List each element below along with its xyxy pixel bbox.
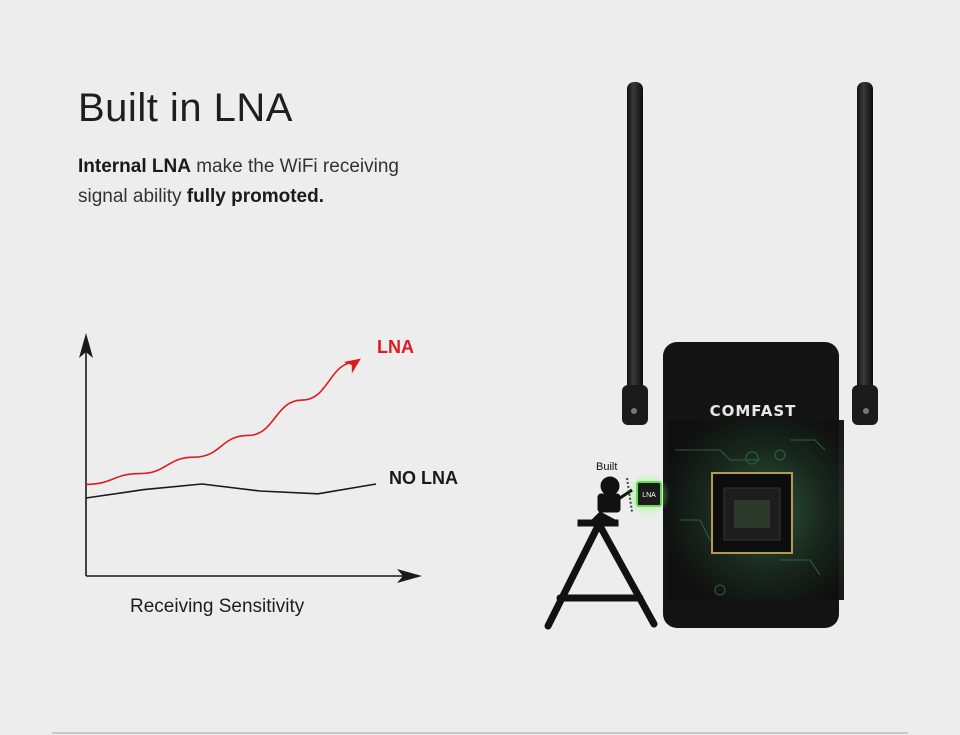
right-antenna <box>852 82 878 425</box>
series-label-no-lna: NO LNA <box>389 468 458 488</box>
page-title: Built in LNA <box>78 86 293 130</box>
feature-description: Internal LNA make the WiFi receiving sig… <box>78 152 458 212</box>
lna-badge <box>636 481 662 507</box>
left-antenna <box>622 82 648 425</box>
lna-arrow-icon <box>343 358 361 374</box>
series-line-lna <box>85 361 357 486</box>
x-axis-arrow-icon <box>397 569 422 583</box>
series-line-no-lna <box>85 483 377 499</box>
figure-label: Built <box>596 461 617 473</box>
description-text-2: signal ability <box>78 186 187 207</box>
description-text-1: make the WiFi receiving <box>190 156 399 177</box>
tripod-stand <box>544 522 658 630</box>
worker-figure <box>577 476 633 527</box>
brand-logo: COMFAST <box>710 402 797 420</box>
pcb-traces <box>675 439 826 596</box>
lna-badge-label: LNA <box>642 492 656 499</box>
chip <box>711 472 793 554</box>
x-axis-label: Receiving Sensitivity <box>130 596 305 617</box>
y-axis-arrow-icon <box>79 333 93 358</box>
description-highlight-promoted: fully promoted. <box>186 186 325 207</box>
series-label-lna: LNA <box>377 337 414 357</box>
bottom-divider <box>52 732 908 734</box>
description-highlight-lna: Internal LNA <box>78 156 191 177</box>
